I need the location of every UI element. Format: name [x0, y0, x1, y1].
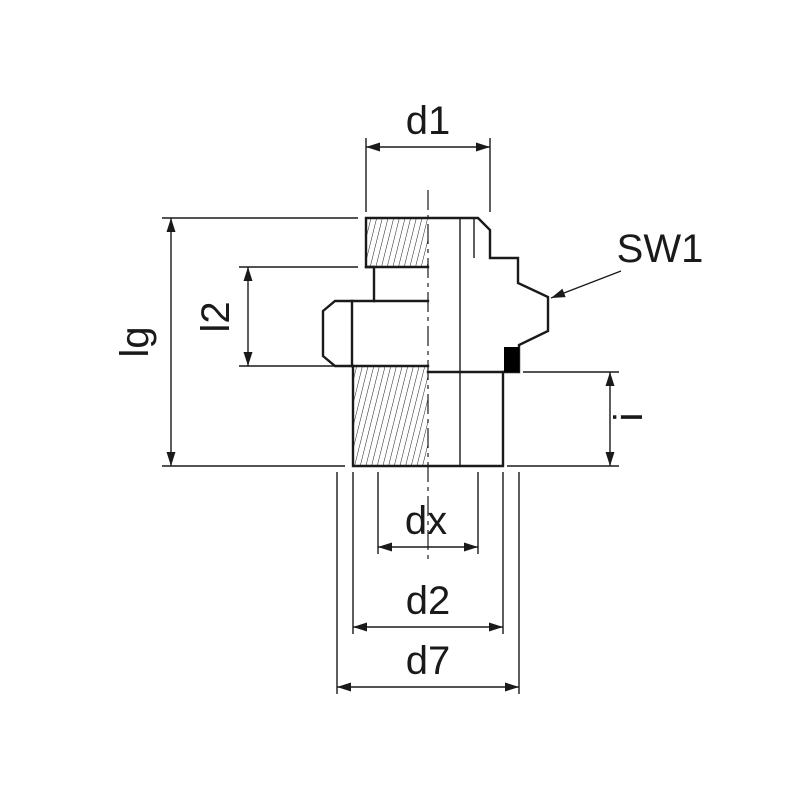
dimension-lg: lg: [113, 217, 358, 467]
dim-label-lg: lg: [113, 326, 157, 357]
leader-line-sw1: [550, 270, 622, 299]
callout-sw1: SW1: [550, 227, 704, 299]
bottom-thread-hatch: [353, 366, 428, 466]
part-outline: [321, 216, 550, 468]
dimension-i: i: [507, 371, 651, 467]
dim-label-i: i: [607, 413, 651, 422]
dimension-d7: d7: [336, 472, 520, 694]
dimension-l2: l2: [194, 266, 358, 367]
dim-label-d7: d7: [406, 639, 451, 683]
dim-label-d2: d2: [406, 579, 451, 623]
seal-ring: [504, 347, 519, 372]
dimension-dx: dx: [377, 472, 479, 554]
dimension-d2: d2: [352, 472, 504, 634]
top-thread-hatch: [366, 218, 428, 267]
dim-label-sw1: SW1: [617, 227, 704, 271]
dim-label-d1: d1: [406, 99, 451, 143]
part-geometry: [321, 190, 550, 562]
dim-label-l2: l2: [194, 301, 238, 332]
dimension-d1: d1: [365, 99, 491, 212]
dim-label-dx: dx: [405, 499, 447, 543]
